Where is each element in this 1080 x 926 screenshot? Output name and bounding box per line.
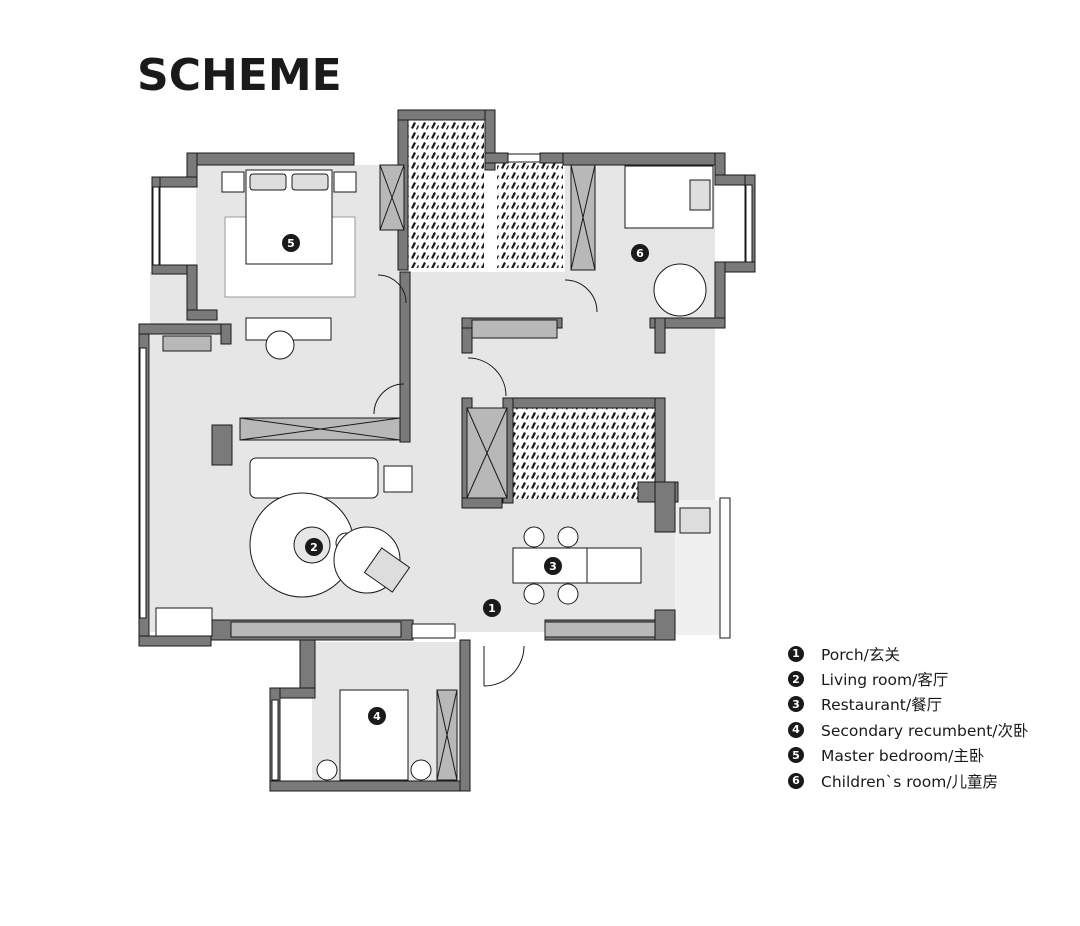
legend-item: 2 Living room/客厅: [788, 666, 1029, 691]
legend-number-badge: 6: [788, 772, 804, 789]
legend-label: Children`s room/儿童房: [821, 772, 999, 791]
children-bed: [624, 165, 714, 317]
legend: 1 Porch/玄关 2 Living room/客厅 3 Restaurant…: [788, 641, 1029, 793]
legend-item: 5 Master bedroom/主卧: [788, 743, 1029, 768]
legend-item: 1 Porch/玄关: [788, 641, 1029, 666]
svg-text:6: 6: [636, 247, 644, 260]
svg-text:4: 4: [373, 710, 381, 723]
svg-text:5: 5: [287, 237, 295, 250]
room-markers: 1 2 3 4 5 6: [282, 234, 649, 725]
legend-number-badge: 5: [788, 747, 804, 764]
cabinets: [162, 164, 656, 781]
legend-number-badge: 4: [788, 721, 804, 738]
svg-text:3: 3: [549, 560, 557, 573]
dining-furniture: [512, 526, 642, 605]
bathrooms: [408, 122, 656, 499]
secondary-bed: [316, 689, 432, 781]
legend-label: Living room/客厅: [821, 671, 949, 690]
legend-item: 3 Restaurant/餐厅: [788, 692, 1029, 717]
svg-text:1: 1: [488, 602, 496, 615]
doors: [373, 274, 598, 687]
room-marker-4: 4: [368, 707, 386, 725]
bathroom-1: [408, 122, 484, 268]
room-marker-5: 5: [282, 234, 300, 252]
bathroom-3: [513, 407, 656, 499]
page-title: SCHEME: [137, 50, 342, 101]
legend-label: Porch/玄关: [821, 645, 900, 664]
room-marker-3: 3: [544, 557, 562, 575]
legend-number-badge: 1: [788, 645, 804, 662]
balcony: [679, 507, 711, 534]
windows: [139, 153, 753, 781]
legend-item: 4 Secondary recumbent/次卧: [788, 717, 1029, 742]
room-marker-2: 2: [305, 538, 323, 556]
bathroom-2: [497, 163, 563, 268]
room-marker-6: 6: [631, 244, 649, 262]
legend-number-badge: 3: [788, 696, 804, 713]
legend-item: 6 Children`s room/儿童房: [788, 768, 1029, 793]
legend-number-badge: 2: [788, 671, 804, 688]
master-bed: [221, 169, 357, 360]
room-marker-1: 1: [483, 599, 501, 617]
legend-label: Master bedroom/主卧: [821, 747, 985, 766]
living-furniture: [155, 457, 413, 637]
legend-label: Secondary recumbent/次卧: [821, 721, 1029, 740]
svg-text:2: 2: [310, 541, 318, 554]
legend-label: Restaurant/餐厅: [821, 696, 943, 715]
